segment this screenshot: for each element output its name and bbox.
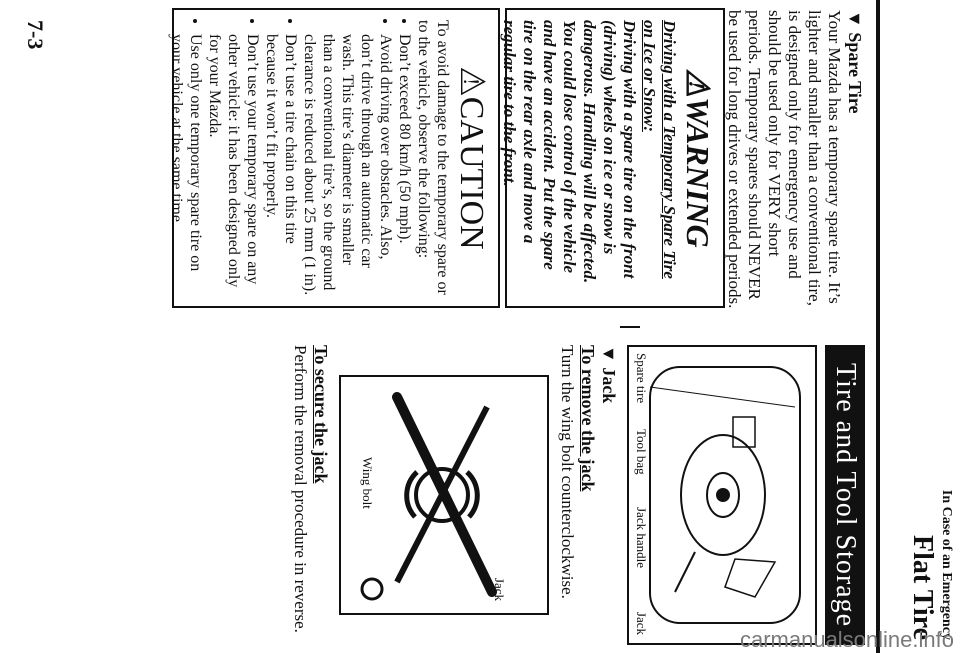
page-number: 7-3 xyxy=(23,20,48,50)
remove-jack-text: Turn the wing bolt counterclockwise. xyxy=(558,345,577,599)
page-title: Flat Tire xyxy=(907,535,938,640)
header-rule xyxy=(876,0,880,653)
spare-tire-heading: ▼ Spare Tire xyxy=(845,10,865,114)
figure-label-jack-2: Jack xyxy=(492,577,507,601)
spare-tire-text: Your Mazda has a temporary spare tire. I… xyxy=(725,10,844,309)
caution-item: Use only one temporary spare tire on you… xyxy=(167,34,205,296)
caution-title: ⚠CAUTION xyxy=(453,66,490,250)
section-label: In Case of an Emergency xyxy=(939,489,954,640)
caution-list: Don’t exceed 80 km/h (50 mph). Avoid dri… xyxy=(167,20,414,296)
warning-box: ⚠WARNING Driving with a Temporary Spare … xyxy=(500,8,725,308)
caution-item: Don’t use a tire chain on this tire beca… xyxy=(262,34,300,296)
caution-item: Don’t use your temporary spare on any ot… xyxy=(205,34,262,296)
secure-jack-text: Perform the removal procedure in reverse… xyxy=(291,345,310,633)
jack-illustration xyxy=(360,392,497,601)
warning-title: ⚠WARNING xyxy=(680,68,716,248)
figure-label-jack: Jack xyxy=(634,611,649,635)
spare-tire-section: ▼ Spare Tire Your Mazda has a temporary … xyxy=(724,10,865,310)
figure-label-wing-bolt: Wing bolt xyxy=(360,457,375,509)
column-tick xyxy=(620,326,640,328)
warning-subtitle: Driving with a Temporary Spare Tire on I… xyxy=(640,20,679,279)
remove-jack-heading: To remove the jack xyxy=(578,345,598,492)
secure-jack-heading: To secure the jack xyxy=(311,345,331,484)
tool-storage-section: Tire and Tool Storage Spare tire Tool ba… xyxy=(290,345,865,645)
caution-intro: To avoid damage to the temporary spare o… xyxy=(415,20,451,295)
figure-label-tool-bag: Tool bag xyxy=(634,429,649,475)
figure-label-spare-tire: Spare tire xyxy=(634,353,649,404)
caution-item: Don’t exceed 80 km/h (50 mph). xyxy=(395,34,414,296)
watermark: carmanualsonline.info xyxy=(739,627,954,652)
jack-heading: ▼ Jack xyxy=(599,345,619,404)
trunk-illustration xyxy=(649,366,801,624)
section-heading: Tire and Tool Storage xyxy=(825,345,865,645)
figure-label-jack-handle: Jack handle xyxy=(634,507,649,569)
warning-text: Driving with a spare tire on the front (… xyxy=(500,20,639,284)
jack-figure: Jack Wing bolt xyxy=(339,375,549,615)
caution-box: ⚠CAUTION To avoid damage to the temporar… xyxy=(168,8,500,308)
header: In Case of an Emergency Flat Tire xyxy=(906,0,954,640)
caution-item: Avoid driving over obstacles. Also, don’… xyxy=(300,34,395,296)
trunk-figure: Spare tire Tool bag Jack handle Jack xyxy=(627,345,817,645)
